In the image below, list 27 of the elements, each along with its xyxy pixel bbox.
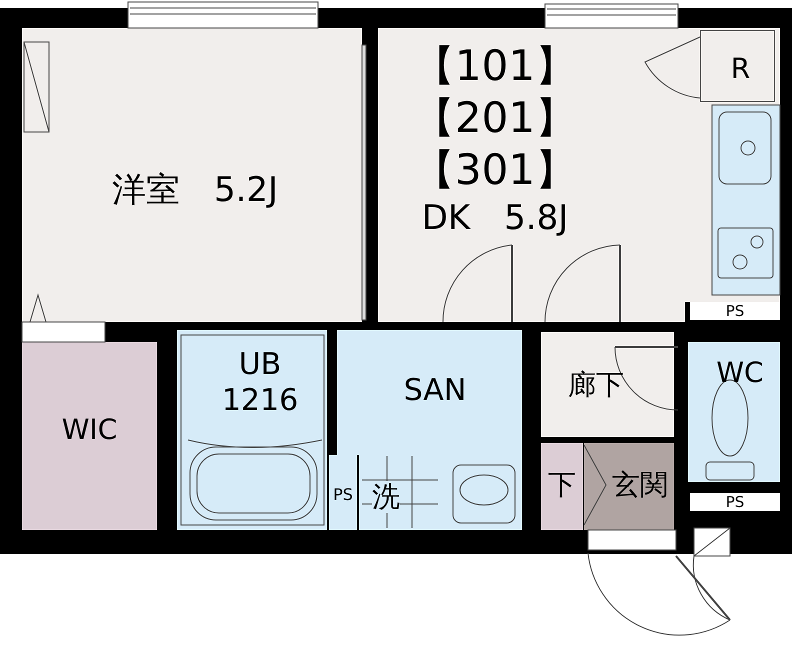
room-label: UB 1216 xyxy=(220,347,300,419)
closet xyxy=(22,342,157,530)
toilet-room xyxy=(688,342,780,482)
room-label: SAN xyxy=(404,372,466,408)
room-label: PS xyxy=(726,494,744,510)
hallway xyxy=(541,332,674,437)
room-label: WC xyxy=(716,356,764,388)
room-label: R xyxy=(730,52,750,84)
entrance xyxy=(584,443,674,530)
room-label: DK 5.8J xyxy=(422,197,568,240)
room-label: 玄関 xyxy=(612,469,668,501)
room xyxy=(22,28,362,322)
fridge-box xyxy=(700,30,775,102)
room-label: 廊下 xyxy=(568,369,624,401)
room-label: 下 xyxy=(548,469,576,501)
washroom xyxy=(359,330,522,530)
pipe-shaft-box xyxy=(690,302,780,320)
room-label: 【101】【201】【301】 xyxy=(412,40,578,196)
room-label: PS xyxy=(726,302,744,320)
room-label: 洗 xyxy=(372,481,400,513)
room-label: WIC xyxy=(62,414,118,446)
room-label: PS xyxy=(333,486,353,504)
pipe-shaft-box xyxy=(690,493,780,511)
pipe-shaft-box xyxy=(329,455,357,530)
bathroom xyxy=(177,330,327,530)
room-label: 洋室 5.2J xyxy=(112,170,278,210)
shoe-cabinet xyxy=(541,443,583,530)
